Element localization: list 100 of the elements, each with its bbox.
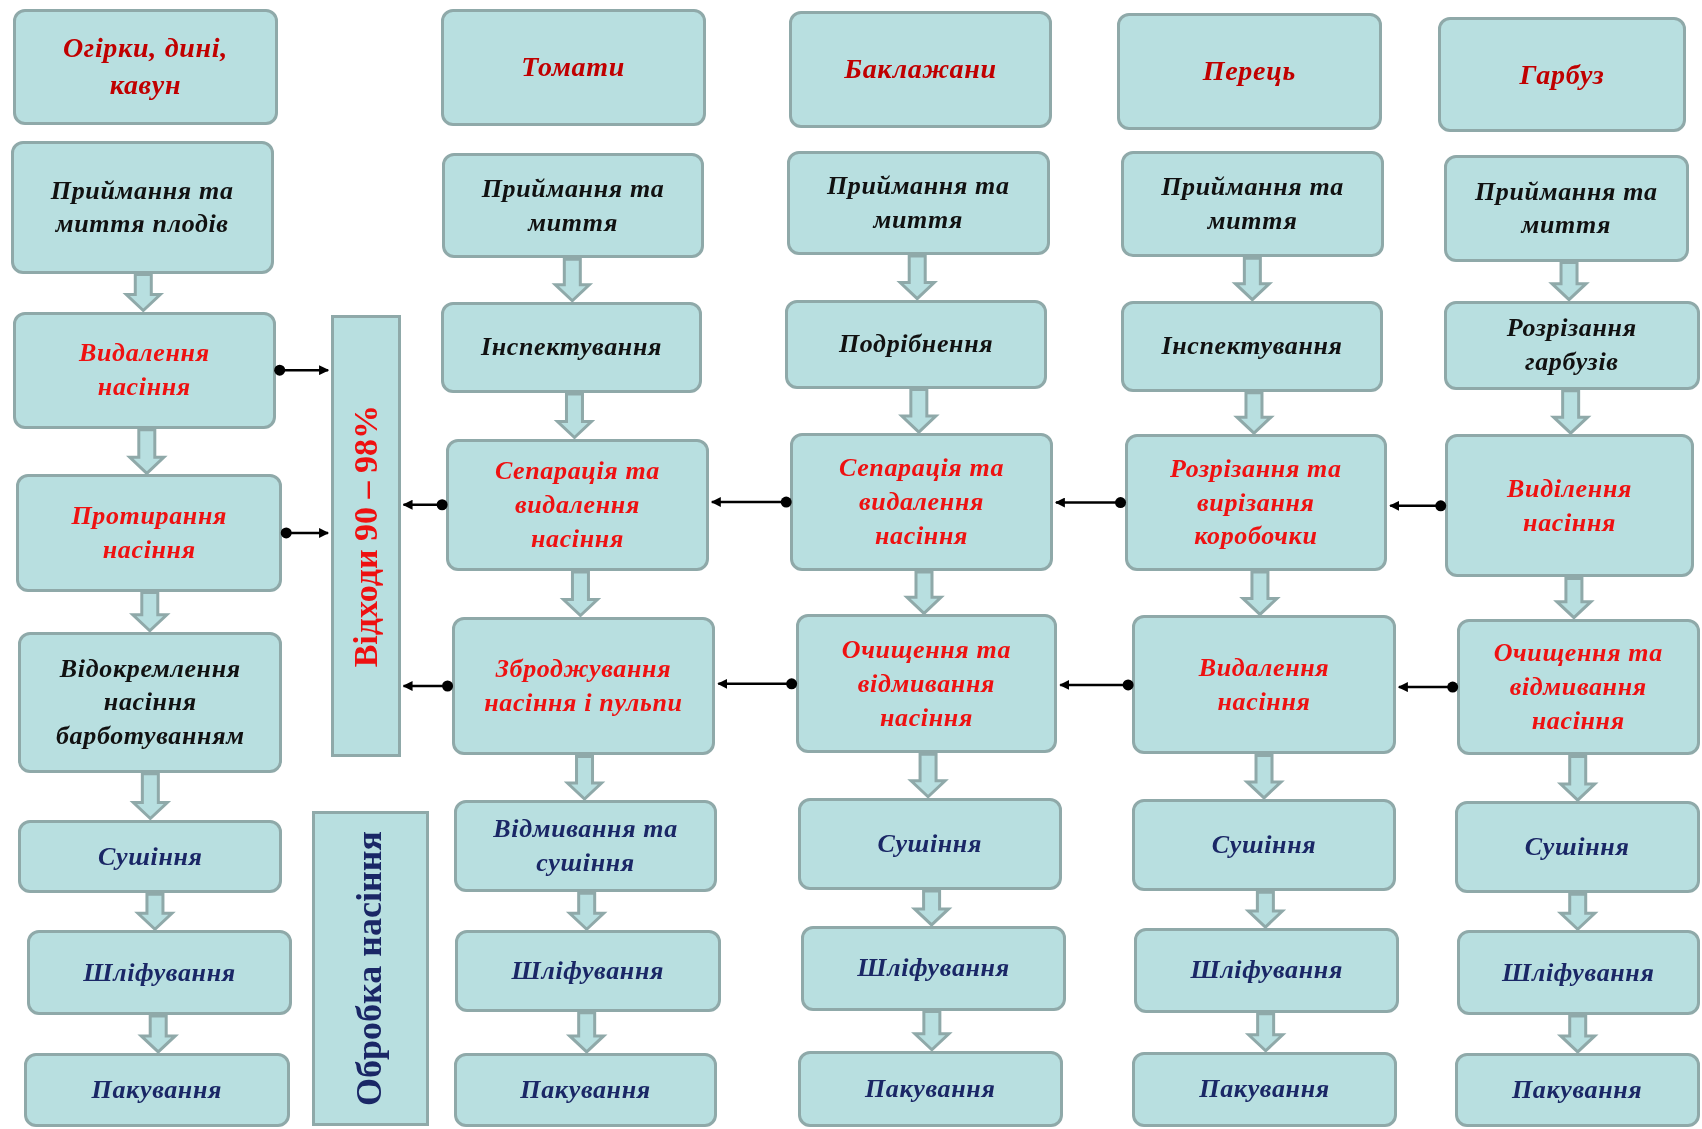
step-text: Сушіння [97,840,204,873]
arrow [717,678,798,690]
process-box [453,1052,718,1127]
step-text: Перець [1201,54,1297,89]
step-text: Приймання та миття [480,172,666,239]
side-label: Відходи 90 – 98% [347,404,384,667]
process-box [1456,930,1700,1015]
process-box [454,930,721,1012]
process-box [1132,615,1396,755]
step-text: Шліфування [1189,954,1344,987]
process-box [789,10,1052,129]
step-text: Сушіння [1210,829,1318,862]
process-box [18,631,283,773]
process-box [1444,434,1695,578]
block-arrow [1231,256,1274,302]
step-text: Зброджування насіння і пульпи [483,653,684,719]
side-label-box [311,810,429,1126]
block-arrow [559,570,602,618]
block-arrow [1233,391,1275,436]
block-arrow [129,772,172,821]
process-box [1438,17,1686,133]
step-text: Пакування [864,1072,997,1105]
step-text: Видалення насіння [1197,652,1331,718]
block-arrow [898,388,940,435]
process-box [1121,150,1384,258]
block-arrow [551,257,594,303]
step-text: Приймання та миття [1160,171,1345,238]
arrow [710,496,792,508]
process-box [446,438,709,571]
step-text: Пакування [519,1073,652,1106]
process-box [440,8,706,126]
step-text: Огірки, дині, кавун [61,31,229,102]
block-arrow [1244,1012,1287,1053]
block-arrow [1556,892,1599,932]
step-text: Шліфування [856,952,1011,985]
step-text: Пакування [1198,1073,1331,1106]
block-arrow [565,891,608,932]
block-arrow [911,1010,953,1052]
block-arrow [903,570,945,616]
step-text: Видалення насіння [77,337,211,404]
process-box [1456,618,1700,756]
arrow [1059,679,1134,691]
step-text: Шліфування [510,955,666,988]
block-arrow [137,1014,179,1054]
process-box [786,150,1050,256]
block-arrow [129,591,171,633]
block-arrow [1243,753,1285,800]
process-box [795,614,1058,754]
process-box [18,819,283,894]
process-box [451,616,716,756]
process-box [453,799,718,893]
step-text: Сепарація та видалення насіння [837,452,1006,552]
block-arrow [134,892,176,932]
arrow [274,364,330,376]
process-box [1443,300,1700,390]
block-arrow [896,254,938,301]
arrow [280,527,330,539]
block-arrow [910,889,953,927]
block-arrow [1549,389,1592,436]
process-box [1454,1052,1700,1127]
process-box [10,141,274,274]
process-box [16,474,283,592]
step-text: Пакування [1510,1073,1644,1106]
process-box [797,1050,1063,1127]
process-box [27,930,292,1015]
process-box [13,8,278,125]
step-text: Виділення насіння [1505,473,1633,539]
block-arrow [1244,890,1287,930]
step-text: Інспектування [1160,330,1344,363]
process-box [1116,13,1382,131]
arrow [1397,681,1459,693]
process-box [797,797,1062,891]
step-text: Сепарація та видалення насіння [493,455,661,555]
process-box [1132,798,1396,892]
step-text: Очищення та відмивання насіння [1492,637,1664,737]
process-box [801,925,1066,1011]
block-arrow [1556,755,1599,803]
step-text: Розрізання та вирізання коробочки [1169,452,1343,553]
block-arrow [1239,570,1281,617]
process-box [13,311,276,429]
step-text: Протирання насіння [70,500,229,566]
step-text: Відокремлення насіння барботуванням [54,652,246,753]
process-box [440,301,703,393]
process-box [1132,1051,1397,1127]
block-arrow [565,1011,608,1054]
step-text: Шліфування [1500,956,1656,989]
block-arrow [907,752,949,799]
step-text: Приймання та миття [1473,175,1659,242]
process-box [784,299,1048,389]
process-box [1121,300,1383,392]
step-text: Очищення та відмивання насіння [840,634,1013,734]
arrow [402,680,454,692]
step-text: Сушіння [1523,831,1631,864]
step-text: Інспектування [479,331,664,364]
process-box [23,1052,290,1127]
block-arrow [122,273,165,313]
process-box [1443,155,1689,262]
block-arrow [1553,576,1595,620]
process-box [1454,801,1700,894]
step-text: Сушіння [876,828,983,861]
